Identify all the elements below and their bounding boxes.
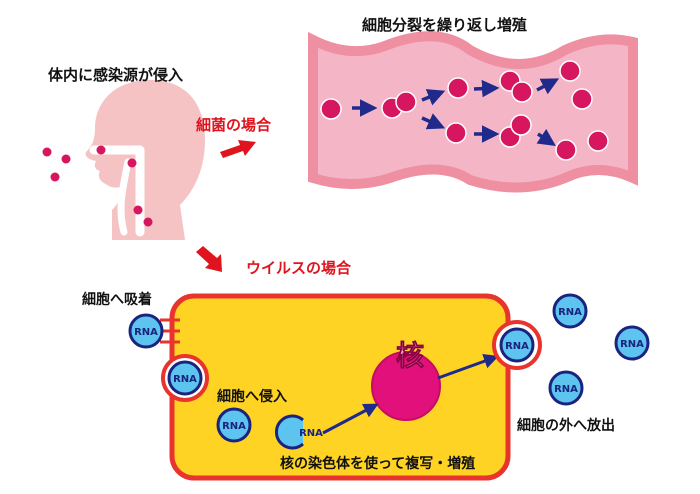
arrow-icon (421, 113, 446, 130)
germ-dot (50, 172, 60, 182)
bacterium (555, 139, 577, 161)
svg-text:RNA: RNA (299, 428, 323, 439)
arrow-icon (437, 354, 499, 380)
arrow-icon (322, 403, 379, 435)
invade-label: 細胞へ侵入 (217, 388, 287, 405)
bacterium (320, 98, 342, 120)
division-arrows (352, 78, 560, 146)
rna-virus-uncoating-icon: RNA (274, 414, 323, 450)
replicate-label: 核の染色体を使って複写・増殖 (280, 455, 475, 472)
virus-case-label: ウイルスの場合 (246, 259, 352, 277)
arrow-icon (473, 79, 500, 98)
rna-virus-icon: RNA (548, 370, 584, 406)
rna-virus-icon: RNA (492, 320, 542, 370)
svg-text:RNA: RNA (173, 374, 197, 385)
bacterium (447, 77, 469, 99)
red-arrow-bacteria (220, 140, 256, 158)
bacterium (510, 114, 532, 136)
nucleus-label: 核 (396, 339, 424, 372)
bacteria-case-label: 細菌の場合 (196, 116, 272, 134)
rna-virus-icon: RNA (216, 407, 252, 443)
release-label: 細胞の外へ放出 (517, 417, 615, 434)
bacterium (559, 60, 581, 82)
germ-dot (127, 158, 137, 168)
nucleus-icon (371, 351, 441, 421)
bacterium (395, 91, 417, 113)
germ-dot (133, 205, 143, 215)
svg-text:RNA: RNA (620, 339, 644, 350)
arrow-icon (536, 78, 560, 95)
rna-virus-icon: RNA (161, 354, 209, 402)
bacterium (511, 81, 533, 103)
arrow-icon (421, 89, 446, 106)
svg-text:RNA: RNA (134, 327, 158, 338)
germ-dot (61, 154, 71, 164)
rna-virus-icon: RNA (128, 313, 164, 349)
dividing-bacteria (320, 60, 609, 161)
bacterium (571, 88, 593, 110)
red-arrow-virus (196, 246, 222, 272)
svg-text:RNA: RNA (505, 341, 529, 352)
infection-label: 体内に感染源が侵入 (48, 66, 183, 84)
adsorb-label: 細胞へ吸着 (82, 291, 152, 308)
cell-icon (169, 293, 511, 481)
head-silhouette-icon (85, 80, 205, 240)
rna-virus-icon: RNA (614, 325, 650, 361)
cell-division-label: 細胞分裂を繰り返し増殖 (362, 16, 527, 34)
germ-dot (96, 145, 106, 155)
germ-dot (143, 217, 153, 227)
svg-text:RNA: RNA (554, 384, 578, 395)
arrow-icon (536, 128, 556, 146)
svg-text:RNA: RNA (222, 421, 246, 432)
rna-virus-icon: RNA (552, 293, 588, 329)
bacterium (587, 130, 609, 152)
bacterium (445, 122, 467, 144)
inhaled-germs (42, 145, 153, 227)
svg-text:RNA: RNA (558, 307, 582, 318)
germ-dot (42, 147, 52, 157)
blood-vessel-icon (308, 31, 638, 193)
